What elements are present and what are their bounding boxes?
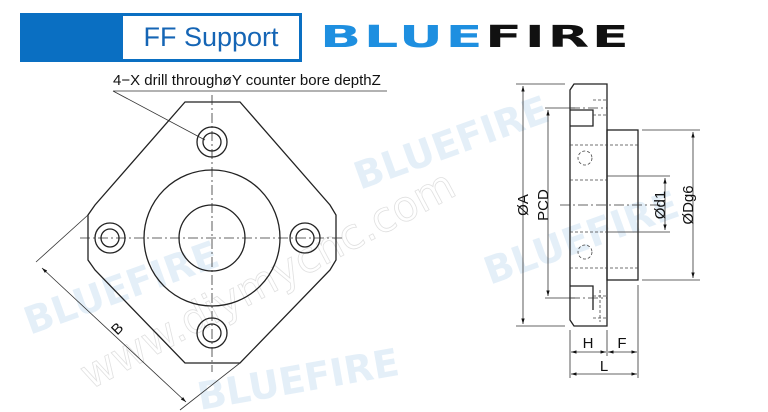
side-view: ØA PCD Ød1 ØDg6 H F L xyxy=(515,83,700,378)
hole-note-leader xyxy=(112,90,387,141)
brand-logo: BLUEFIRE xyxy=(320,20,632,55)
mounting-holes xyxy=(94,126,321,349)
dim-pcd: PCD xyxy=(535,189,552,221)
hole-note: 4−X drill throughøY counter bore depthZ xyxy=(113,72,381,89)
page-title: FF Support xyxy=(143,22,279,52)
dim-f: F xyxy=(617,335,626,352)
front-view: B xyxy=(35,95,345,411)
dim-d1: Ød1 xyxy=(652,191,669,219)
dim-l: L xyxy=(600,358,608,375)
svg-text:BLUEFIRE: BLUEFIRE xyxy=(194,340,402,412)
dim-a: ØA xyxy=(515,194,532,216)
title-box: FF Support xyxy=(120,13,302,62)
watermark: BLUEFIRE BLUEFIRE BLUEFIRE BLUEFIRE www.… xyxy=(18,87,685,412)
dim-h: H xyxy=(583,335,594,352)
dim-dg6: ØDg6 xyxy=(680,185,697,224)
